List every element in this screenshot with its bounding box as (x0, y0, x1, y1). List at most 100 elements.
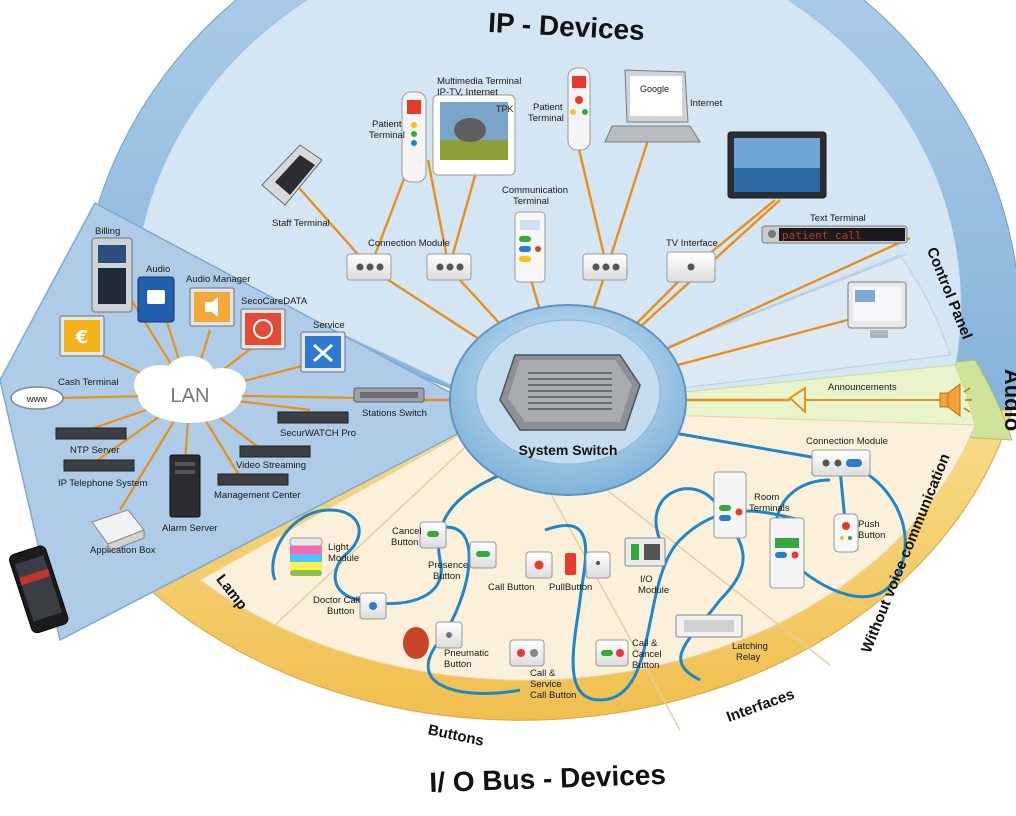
call-button-device[interactable] (525, 551, 553, 579)
latching-relay-device[interactable] (675, 614, 743, 638)
patient-terminal-2-label-1: Patient (533, 102, 563, 113)
staff-terminal[interactable] (261, 144, 323, 206)
io-module-device[interactable] (624, 537, 666, 567)
call-service-label-1: Call & (530, 668, 556, 679)
application-box-label: Application Box (90, 545, 156, 556)
secocaredata-label: SecoCareDATA (241, 296, 308, 307)
google-logo: Google (640, 84, 669, 94)
system-switch-device[interactable] (499, 354, 641, 431)
pull-button-label: PullButton (549, 582, 592, 593)
audio-manager-monitor[interactable] (189, 287, 235, 327)
internet-laptop[interactable]: Google (604, 69, 701, 143)
pneumatic-button-device[interactable] (403, 621, 463, 659)
service-monitor[interactable] (300, 331, 346, 373)
multimedia-terminal[interactable]: TPK (432, 94, 516, 176)
announcements-label: Announcements (828, 382, 897, 393)
cancel-button-label-2: Button (391, 537, 418, 548)
cancel-button-device[interactable] (419, 521, 447, 549)
audio-manager-label: Audio Manager (186, 274, 250, 285)
connection-module-3[interactable] (582, 253, 628, 281)
video-streaming-server[interactable] (239, 445, 311, 458)
communication-terminal-label-2: Terminal (513, 196, 549, 207)
securwatch-server[interactable] (277, 411, 349, 424)
call-cancel-label-1: Call & (632, 638, 658, 649)
room-terminal-1[interactable] (713, 471, 747, 539)
patient-terminal-2[interactable] (567, 67, 591, 151)
pneumatic-label-2: Button (444, 659, 471, 670)
connection-module-1[interactable] (346, 253, 392, 281)
tv-interface-label: TV Interface (666, 238, 718, 249)
call-service-label-2: Service (530, 679, 562, 690)
secocaredata-monitor[interactable] (240, 308, 286, 350)
call-cancel-button-device[interactable] (595, 639, 629, 667)
control-panel-monitor[interactable] (847, 281, 907, 338)
io-bus-sector (199, 409, 976, 681)
ntp-server[interactable] (55, 427, 127, 440)
alarm-server[interactable] (169, 454, 201, 518)
stations-switch[interactable] (353, 387, 425, 403)
multimedia-terminal-label-1: Multimedia Terminal (437, 76, 521, 87)
securwatch-label: SecurWATCH Pro (280, 428, 356, 439)
text-terminal-display: patient call (782, 229, 861, 242)
cash-terminal[interactable]: € (59, 315, 105, 357)
light-module-label-1: Light (328, 542, 349, 553)
www-label: www (26, 394, 48, 405)
lan-label: LAN (171, 385, 210, 407)
smartphone[interactable] (8, 544, 69, 634)
pneumatic-label-1: Pneumatic (444, 648, 489, 659)
io-connection-module[interactable] (811, 449, 871, 477)
interfaces-title: Interfaces (724, 686, 796, 726)
room-terminals-label-2: Terminals (749, 503, 790, 514)
buttons-title: Buttons (426, 721, 485, 749)
audio-title: Audio (1000, 369, 1016, 431)
presence-button-device[interactable] (469, 541, 497, 569)
management-center-server[interactable] (217, 473, 289, 486)
connection-module-label: Connection Module (368, 238, 450, 249)
tv-monitor[interactable] (727, 131, 827, 199)
cash-terminal-label: Cash Terminal (58, 377, 119, 388)
lan-cloud (134, 356, 246, 423)
euro-icon: € (75, 327, 89, 348)
billing-machine[interactable] (91, 237, 133, 313)
management-center-label: Management Center (214, 490, 301, 501)
latching-relay-label-1: Latching (732, 641, 768, 652)
audio-label: Audio (146, 264, 170, 275)
application-box[interactable] (91, 509, 145, 553)
push-button-label-2: Button (858, 530, 885, 541)
latching-relay-label-2: Relay (736, 652, 761, 663)
room-terminals-label-1: Room (754, 492, 779, 503)
room-terminal-2[interactable] (769, 517, 805, 589)
patient-terminal-1[interactable] (401, 91, 427, 183)
call-service-button-device[interactable] (509, 639, 545, 667)
staff-terminal-label: Staff Terminal (272, 218, 330, 229)
www-badge[interactable] (10, 386, 64, 410)
text-terminal-label: Text Terminal (810, 213, 866, 224)
doctor-call-label-2: Button (327, 606, 354, 617)
presence-button-label-2: Button (433, 571, 460, 582)
tv-interface[interactable] (666, 251, 716, 283)
tablet-brand: TPK (496, 104, 514, 114)
communication-terminal[interactable] (514, 211, 546, 283)
patient-terminal-2-label-2: Terminal (528, 113, 564, 124)
light-module[interactable] (289, 537, 323, 576)
speaker-icon[interactable] (939, 383, 972, 417)
multimedia-terminal-label-2: IP-TV, Internet (437, 87, 498, 98)
service-label: Service (313, 320, 345, 331)
audio-device[interactable] (137, 276, 175, 323)
cancel-button-label-1: Cancel (392, 526, 422, 537)
io-module-label-1: I/O (640, 574, 653, 585)
text-terminal[interactable]: patient call (761, 225, 908, 244)
io-module-label-2: Module (638, 585, 669, 596)
communication-terminal-label-1: Communication (502, 185, 568, 196)
system-switch-label: System Switch (519, 442, 618, 458)
push-button-device[interactable] (833, 513, 859, 553)
video-streaming-label: Video Streaming (236, 460, 306, 471)
ip-telephone-server[interactable] (63, 459, 135, 472)
connection-module-2[interactable] (426, 253, 472, 281)
call-cancel-label-3: Button (632, 660, 659, 671)
pull-button-device[interactable] (565, 551, 611, 579)
doctor-call-button-device[interactable] (359, 592, 387, 620)
ip-telephone-label: IP Telephone System (58, 478, 148, 489)
presence-button-label-1: Presence (428, 560, 468, 571)
